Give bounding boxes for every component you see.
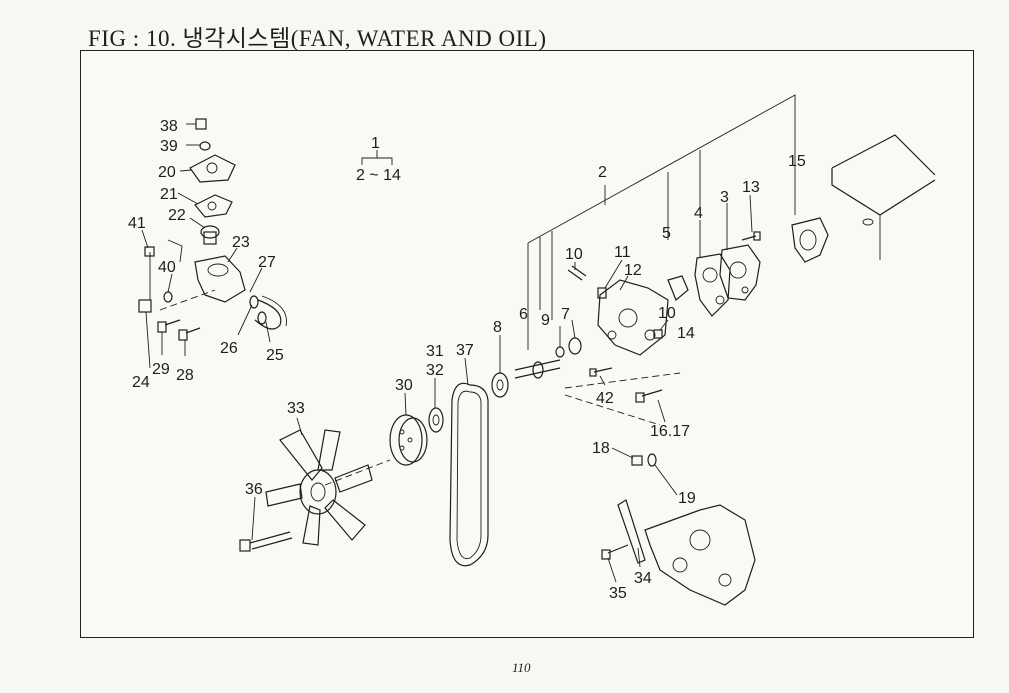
callout-13: 13 [742,179,760,196]
bolt-35 [601,544,629,560]
callout-24: 24 [132,374,150,391]
callout-7: 7 [561,306,570,323]
seal-9 [555,346,565,358]
fan-bolt-36 [239,531,293,552]
hub-8 [491,372,509,398]
outlet-20 [189,154,236,183]
seal-14 [653,329,663,339]
washer-40 [163,291,173,303]
callout-labels: 38 39 20 21 22 41 40 23 27 24 29 28 26 2… [128,118,806,602]
callout-29: 29 [152,361,170,378]
callout-10-right: 10 [658,305,676,322]
fan-belt-37 [449,382,489,567]
bolt-42 [589,367,613,377]
cap-38 [195,118,207,130]
bolt-41 [144,246,155,257]
fan-pulley-30 [389,414,428,466]
gasket-21 [194,194,233,218]
stud-10 [567,265,587,281]
callout-19: 19 [678,490,696,507]
callout-20: 20 [158,164,176,181]
bracket-34 [617,499,646,564]
callout-42: 42 [596,390,614,407]
callout-38: 38 [160,118,178,135]
assembly-label-1: 1 [371,135,380,152]
callout-25: 25 [266,347,284,364]
spacer-31-32 [428,407,444,433]
hose-27 [254,295,287,330]
clamps-26 [249,295,267,325]
housing-23 [194,255,246,303]
gasket-4 [694,253,731,317]
callout-28: 28 [176,367,194,384]
pump-shaft-6 [514,359,561,379]
callout-3: 3 [720,189,729,206]
callout-26: 26 [220,340,238,357]
callout-10-top: 10 [565,246,583,263]
gasket-15 [791,217,829,263]
callout-22: 22 [168,207,186,224]
bolt-28 [178,327,201,341]
callout-15: 15 [788,153,806,170]
callout-37: 37 [456,342,474,359]
callout-14: 14 [677,325,695,342]
callout-34: 34 [634,570,652,587]
callout-5: 5 [662,225,671,242]
engine-block-outline [831,134,936,260]
washer-19 [647,453,657,467]
figure-title: FIG : 10. 냉각시스템(FAN, WATER AND OIL) [88,26,547,51]
timing-cover [644,504,756,606]
callout-39: 39 [160,138,178,155]
callout-23: 23 [232,234,250,251]
nut-18 [631,455,643,466]
callout-11: 11 [614,244,631,261]
callout-2: 2 [598,164,607,181]
callout-33: 33 [287,400,305,417]
washer-39 [199,141,211,151]
bolt-13 [741,231,761,241]
callout-36: 36 [245,481,263,498]
callout-41: 41 [128,215,146,232]
callout-35: 35 [609,585,627,602]
callout-40: 40 [158,259,176,276]
water-pump-body [597,275,689,356]
callout-16-17: 16.17 [650,423,690,440]
bearing-7 [568,337,582,355]
callout-18: 18 [592,440,610,457]
callout-leaders [141,123,753,583]
callout-9: 9 [541,312,550,329]
bolt-16-17 [635,389,663,403]
bolt-29 [157,319,181,333]
callout-32: 32 [426,362,444,379]
callout-4: 4 [694,205,703,222]
water-pump-cover-3 [719,244,761,301]
assembly-label-range: 2 ~ 14 [356,167,401,184]
callout-30: 30 [395,377,413,394]
thermostat-22 [200,225,220,245]
callout-21: 21 [160,186,178,203]
page-number: 110 [512,660,531,675]
callout-12: 12 [624,262,642,279]
callout-8: 8 [493,319,502,336]
plug-11 [597,287,607,299]
plug-24 [138,299,152,313]
callout-27: 27 [258,254,276,271]
assembly-leader-lines [361,94,796,350]
diagram-frame [80,50,974,638]
callout-6: 6 [519,306,528,323]
cooling-fan-33 [265,429,373,546]
callout-31: 31 [426,343,444,360]
